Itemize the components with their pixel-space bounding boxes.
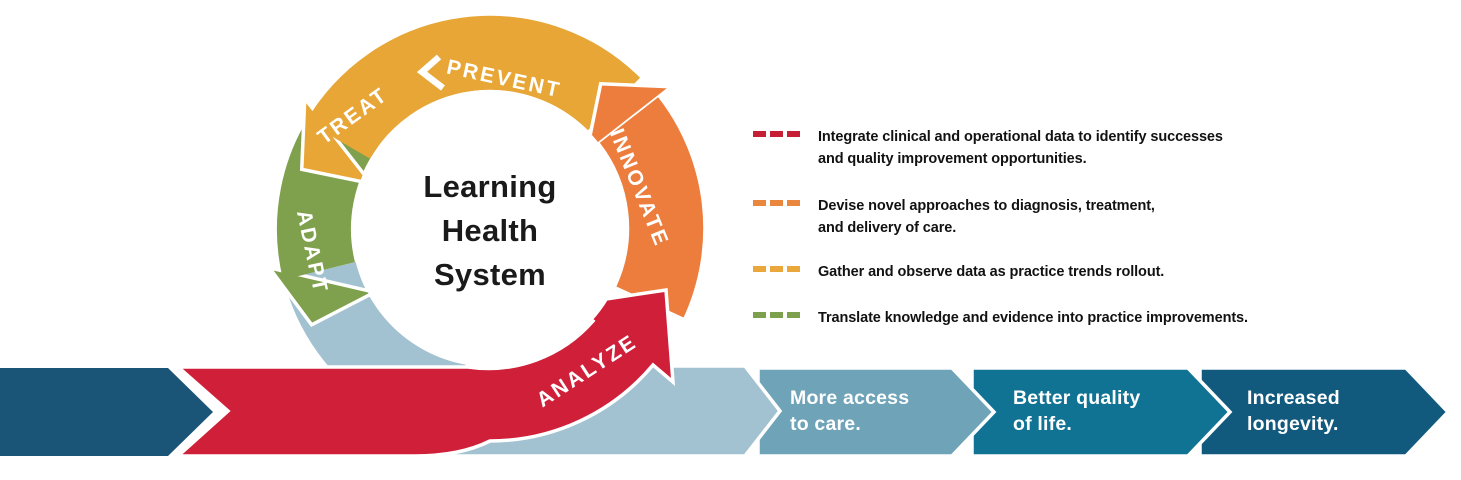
legend-text: Devise novel approaches to diagnosis, tr… <box>818 195 1155 239</box>
segment-analyze-sweep <box>173 287 676 458</box>
center-title-line3: System <box>434 257 546 292</box>
legend-text: Translate knowledge and evidence into pr… <box>818 307 1248 329</box>
outcome-increased-longevity-line2: longevity. <box>1247 413 1339 435</box>
legend-item-analyze: Integrate clinical and operational data … <box>753 126 1223 170</box>
legend-line: Translate knowledge and evidence into pr… <box>818 310 1248 326</box>
outcome-more-access-line2: to care. <box>790 413 861 435</box>
legend-text: Gather and observe data as practice tren… <box>818 261 1164 283</box>
yellow-dashes-icon <box>753 266 800 272</box>
legend-line: and delivery of care. <box>818 220 957 236</box>
segment-adapt-arrowhead <box>265 265 380 328</box>
legend-line: and quality improvement opportunities. <box>818 151 1087 167</box>
outcome-better-quality-line2: of life. <box>1013 413 1072 435</box>
center-hub <box>352 90 628 366</box>
legend-item-gather: Gather and observe data as practice tren… <box>753 261 1164 283</box>
green-dashes-icon <box>753 312 800 318</box>
segment-prevent-arc <box>306 15 641 160</box>
red-dashes-icon <box>753 131 800 137</box>
center-title-line1: Learning <box>423 169 556 204</box>
outcome-arrow-better-quality <box>970 366 1233 458</box>
outcome-better-quality-line1: Better quality <box>1013 387 1140 409</box>
orange-dashes-icon <box>753 200 800 206</box>
legend-text: Integrate clinical and operational data … <box>818 126 1223 170</box>
outcome-more-access-line1: More access <box>790 387 909 409</box>
center-title-line2: Health <box>442 213 539 248</box>
legend-item-innovate: Devise novel approaches to diagnosis, tr… <box>753 195 1155 239</box>
direction-chevron-icon <box>416 54 445 91</box>
legend-line: Integrate clinical and operational data … <box>818 129 1223 145</box>
legend-line: Gather and observe data as practice tren… <box>818 264 1165 280</box>
legend-item-adapt: Translate knowledge and evidence into pr… <box>753 307 1248 329</box>
legend-line: Devise novel approaches to diagnosis, tr… <box>818 198 1155 214</box>
legend: Integrate clinical and operational data … <box>753 0 1453 480</box>
input-arrow <box>0 368 213 456</box>
segment-innovate-arc <box>599 97 704 318</box>
outcome-increased-longevity-line1: Increased <box>1247 387 1340 409</box>
